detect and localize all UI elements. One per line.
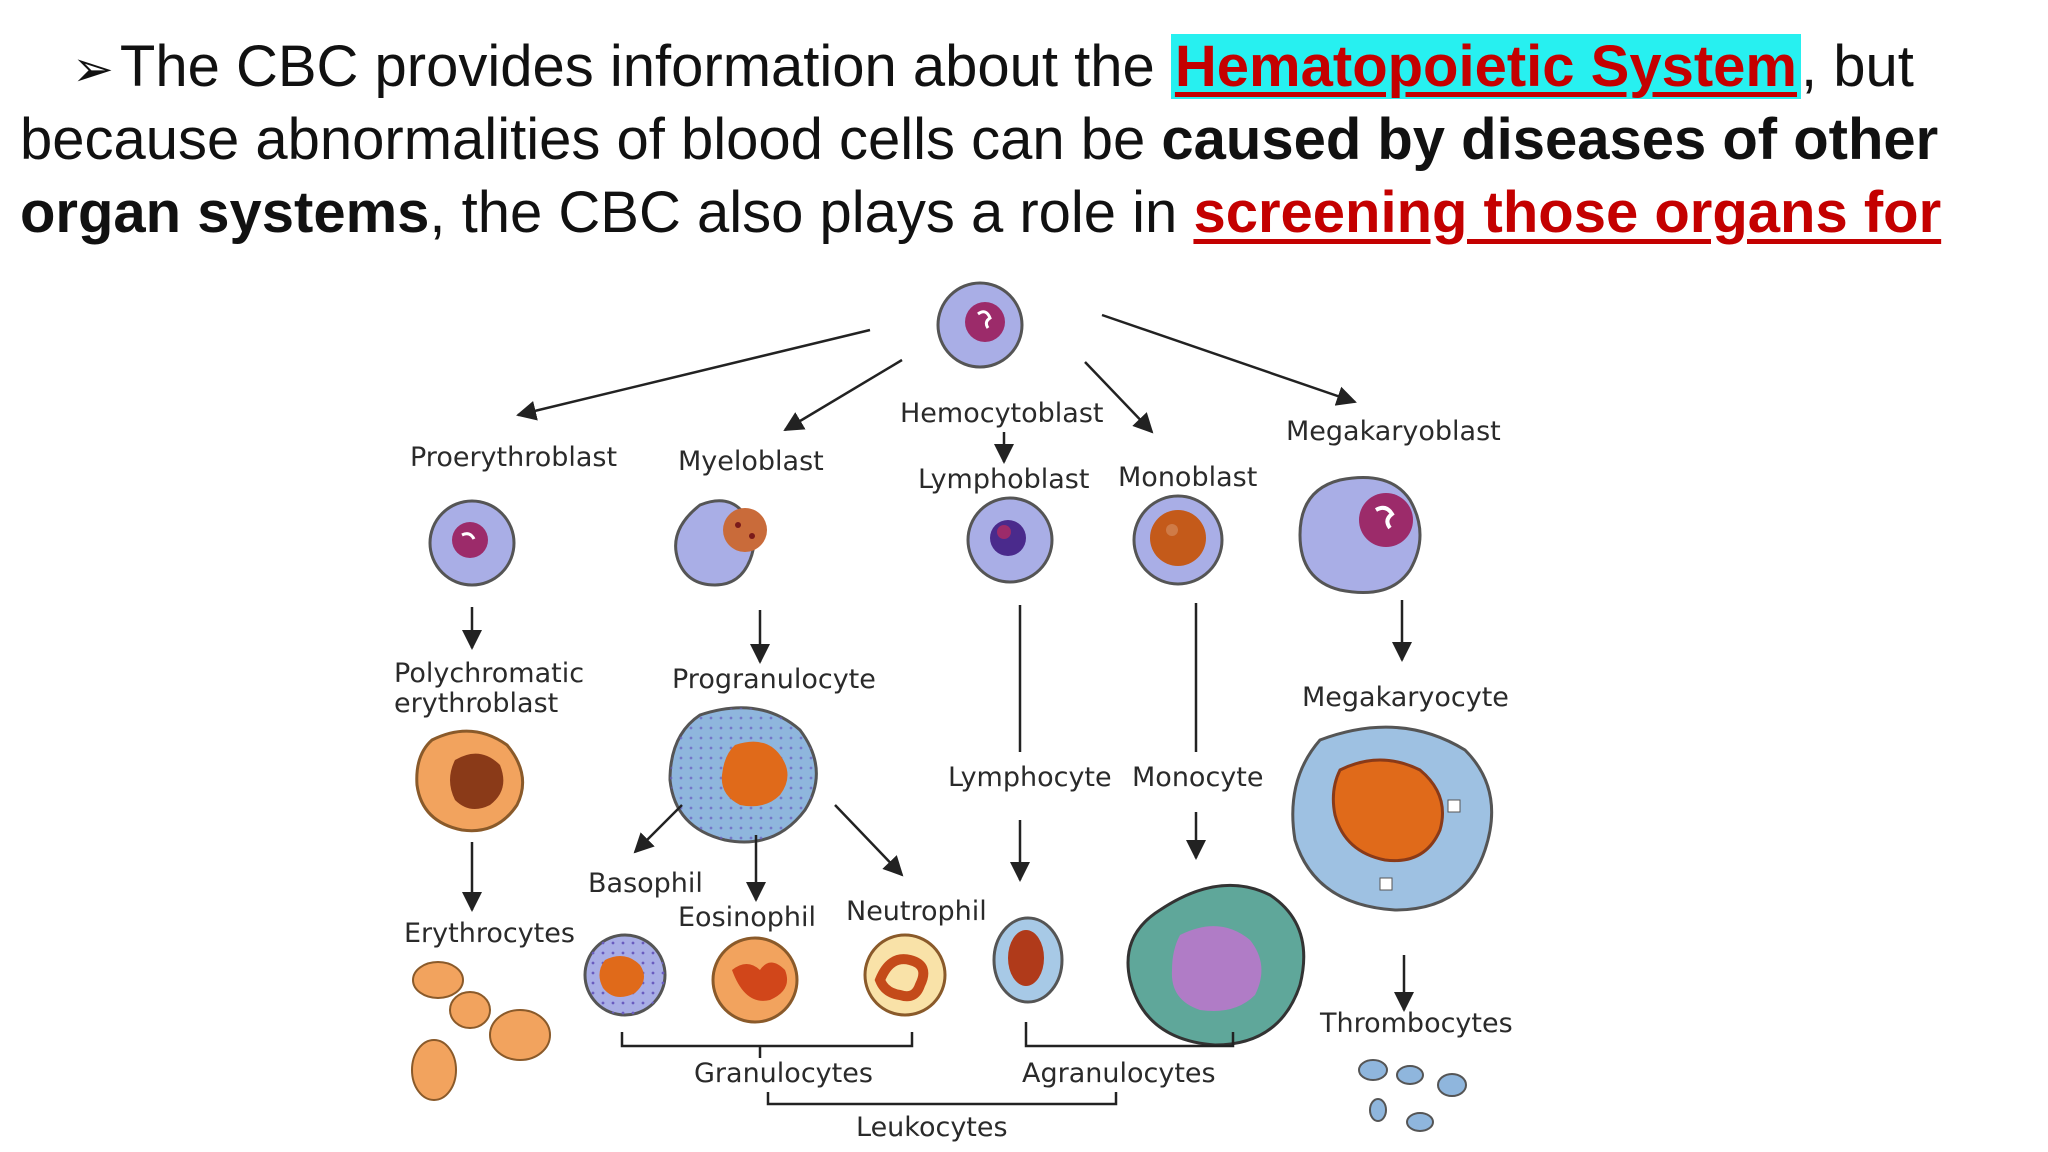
label-eosinophil: Eosinophil [678,902,816,933]
label-hemocytoblast: Hemocytoblast [900,398,1104,429]
label-agranulocytes: Agranulocytes [1022,1058,1216,1089]
label-leukocytes: Leukocytes [856,1112,1008,1143]
label-thrombocytes: Thrombocytes [1319,1008,1513,1039]
monoblast-cell [1134,496,1222,584]
label-lymphocyte: Lymphocyte [948,762,1112,793]
label-neutrophil: Neutrophil [846,896,987,927]
thrombocytes-cells [1359,1060,1466,1131]
label-granulocytes: Granulocytes [694,1058,873,1089]
label-basophil: Basophil [588,868,703,899]
megakaryoblast-cell [1300,478,1420,593]
label-proerythroblast: Proerythroblast [410,442,617,473]
label-lymphoblast: Lymphoblast [918,464,1089,495]
proerythroblast-cell [430,501,514,585]
label-megakaryocyte: Megakaryocyte [1302,682,1509,713]
erythrocytes-cells [412,962,550,1100]
progranulocyte-cell [670,708,816,842]
basophil-cell [585,935,665,1015]
label-erythrocytes: Erythrocytes [404,918,575,949]
polychromatic-erythroblast-cell [417,731,523,831]
neutrophil-cell [865,935,945,1015]
label-progranulocyte: Progranulocyte [672,664,876,695]
label-myeloblast: Myeloblast [678,446,824,477]
label-polychromatic-2: erythroblast [394,688,558,719]
lymphoblast-cell [968,498,1052,582]
hemocytoblast-cell [938,283,1022,367]
label-polychromatic-1: Polychromatic [394,658,584,689]
lymphocyte-cell [994,918,1062,1002]
label-monoblast: Monoblast [1118,462,1257,493]
monocyte-cell [1128,885,1304,1045]
eosinophil-cell [713,938,797,1022]
label-megakaryoblast: Megakaryoblast [1286,416,1501,447]
myeloblast-cell [676,501,767,585]
label-monocyte: Monocyte [1132,762,1263,793]
megakaryocyte-cell [1293,727,1492,910]
